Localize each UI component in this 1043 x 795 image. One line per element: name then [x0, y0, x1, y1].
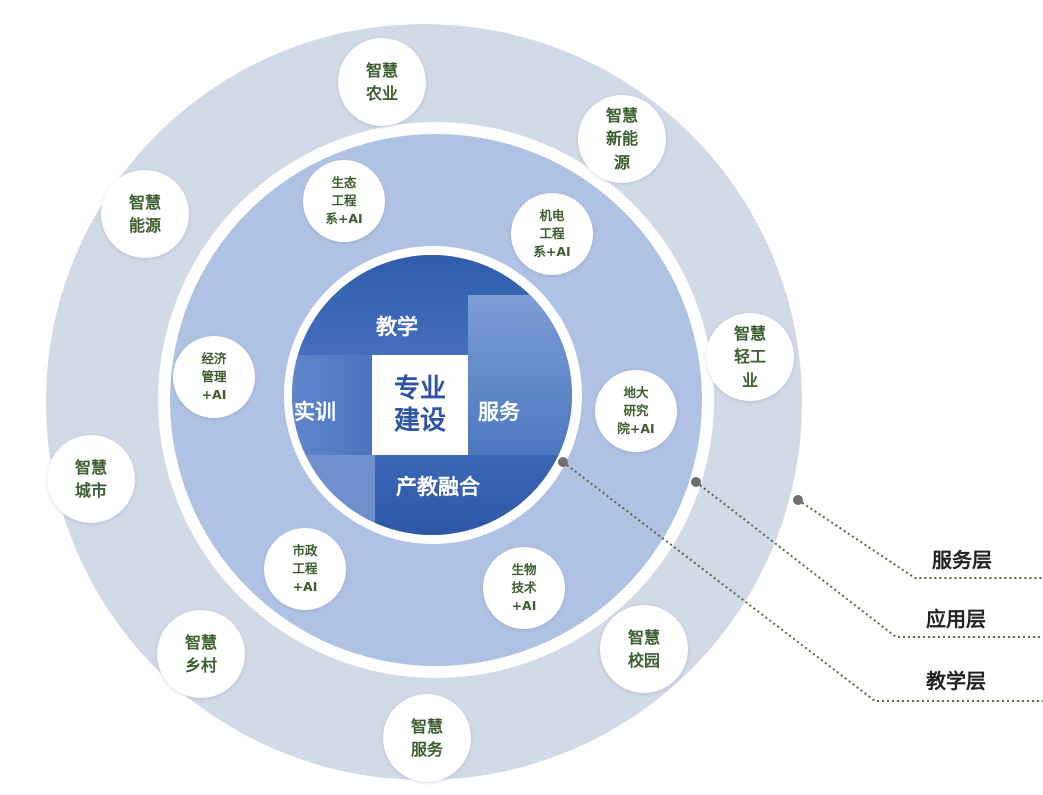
core-center-text: 专业 建设: [393, 373, 446, 437]
outer-bubble-label: 智慧 农业: [365, 60, 398, 103]
inner-bubble-mechatronics: 机电 工程 系+AI: [511, 193, 593, 275]
outer-bubble-service: 智慧 服务: [383, 694, 471, 782]
outer-bubble-city: 智慧 城市: [47, 435, 135, 523]
core-label-service: 服务: [478, 400, 520, 424]
inner-bubble-label: 市政 工程 +AI: [292, 542, 318, 595]
layer-label-application: 应用层: [926, 607, 986, 631]
leader-dot-service-layer: [793, 495, 803, 505]
inner-bubble-ecology: 生态 工程 系+AI: [303, 160, 385, 242]
outer-bubble-label: 智慧 乡村: [184, 632, 217, 675]
leader-line-application-layer: [695, 481, 1043, 638]
layer-label-teaching: 教学层: [926, 669, 986, 693]
core-label-major-construction: 专业 建设: [372, 355, 468, 455]
outer-bubble-label: 智慧 新能 源: [605, 106, 638, 172]
inner-bubble-label: 机电 工程 系+AI: [533, 207, 571, 260]
inner-bubble-label: 生物 技术 +AI: [511, 561, 537, 614]
core-quadrant-bottom-left: [292, 455, 375, 535]
leader-line-service-layer: [797, 499, 1043, 579]
core-quadrant-left: [292, 355, 372, 455]
outer-bubble-label: 智慧 城市: [74, 457, 107, 500]
core-label-industry-education: 产教融合: [396, 475, 480, 499]
leader-dot-teaching-layer: [558, 457, 568, 467]
core-label-training: 实训: [294, 400, 336, 424]
inner-bubble-research-institute: 地大 研究 院+AI: [595, 370, 677, 452]
inner-bubble-label: 地大 研究 院+AI: [617, 384, 655, 437]
outer-bubble-label: 智慧 校园: [627, 627, 660, 670]
outer-bubble-new-energy: 智慧 新能 源: [578, 95, 666, 183]
outer-bubble-label: 智慧 能源: [128, 192, 161, 235]
core-quadrant-right: [468, 295, 572, 455]
inner-bubble-municipal: 市政 工程 +AI: [264, 528, 346, 610]
outer-bubble-agriculture: 智慧 农业: [338, 38, 426, 126]
outer-bubble-label: 智慧 轻工 业: [733, 324, 766, 390]
outer-bubble-light-industry: 智慧 轻工 业: [706, 313, 794, 401]
outer-bubble-campus: 智慧 校园: [600, 605, 688, 693]
core-label-teaching: 教学: [376, 315, 418, 339]
layer-label-service: 服务层: [932, 548, 992, 572]
outer-bubble-village: 智慧 乡村: [157, 610, 245, 698]
inner-bubble-label: 生态 工程 系+AI: [325, 174, 363, 227]
inner-bubble-economics: 经济 管理 +AI: [173, 336, 255, 418]
outer-bubble-energy: 智慧 能源: [101, 170, 189, 258]
core-circle: 教学 实训 服务 产教融合 专业 建设: [292, 255, 572, 535]
leader-dot-application-layer: [691, 477, 701, 487]
inner-bubble-biotech: 生物 技术 +AI: [483, 547, 565, 629]
inner-bubble-label: 经济 管理 +AI: [201, 350, 227, 403]
core-quadrant-bottom: [375, 455, 572, 535]
leader-line-teaching-layer: [562, 461, 1043, 702]
outer-bubble-label: 智慧 服务: [410, 716, 443, 759]
